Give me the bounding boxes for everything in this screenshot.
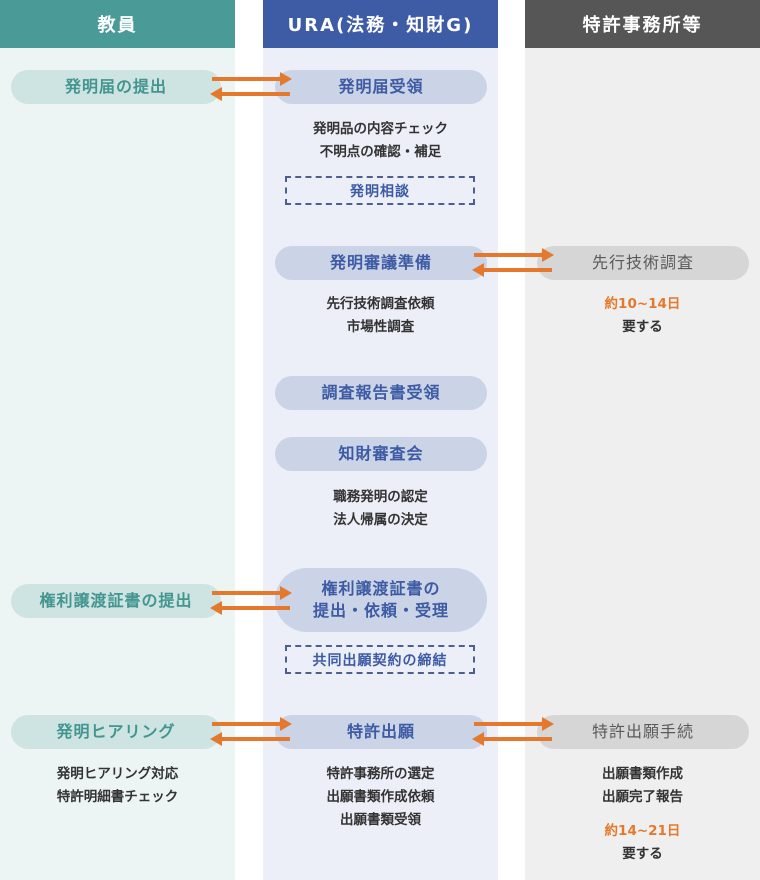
note-line: 市場性調査 — [346, 319, 415, 335]
office-application-notes: 出願書類作成 出願完了報告 — [525, 763, 760, 809]
office-step-application-procedure: 特許出願手続 — [537, 715, 749, 749]
note-line: 先行技術調査依頼 — [326, 296, 435, 312]
note-line: 不明点の確認・補足 — [319, 144, 442, 160]
note-line: 出願書類受領 — [340, 812, 421, 828]
note-line: 出願書類作成依頼 — [326, 789, 435, 805]
faculty-step-assignment-submit: 権利譲渡証書の提出 — [11, 584, 221, 618]
ura-step-ip-committee: 知財審査会 — [275, 437, 487, 471]
faculty-step-hearing: 発明ヒアリング — [11, 715, 221, 749]
duration-value: 約14~21日 — [604, 823, 681, 839]
ura-header: URA(法務・知財G) — [263, 0, 498, 48]
ura-review-prep-notes: 先行技術調査依頼 市場性調査 — [263, 293, 498, 339]
duration-suffix: 要する — [622, 846, 663, 862]
office-step-prior-art-search: 先行技術調査 — [537, 246, 749, 280]
ura-application-notes: 特許事務所の選定 出願書類作成依頼 出願書類受領 — [263, 763, 498, 832]
ura-consultation-box: 発明相談 — [285, 176, 475, 205]
ura-step-patent-application: 特許出願 — [275, 715, 487, 749]
office-header: 特許事務所等 — [525, 0, 760, 48]
note-line: 出願書類作成 — [602, 766, 683, 782]
faculty-step-invention-report: 発明届の提出 — [11, 70, 221, 104]
faculty-header: 教員 — [0, 0, 235, 48]
assignment-line-2: 提出・依頼・受理 — [312, 601, 449, 620]
note-line: 法人帰属の決定 — [333, 512, 428, 528]
assignment-line-1: 権利譲渡証書の — [321, 579, 441, 599]
ura-committee-notes: 職務発明の認定 法人帰属の決定 — [263, 486, 498, 532]
bidirectional-arrow-icon — [210, 72, 292, 101]
note-line: 特許事務所の選定 — [326, 766, 435, 782]
ura-joint-application-box: 共同出願契約の締結 — [285, 645, 475, 674]
bidirectional-arrow-icon — [472, 717, 554, 746]
bidirectional-arrow-icon — [210, 717, 292, 746]
duration-value: 約10~14日 — [604, 296, 681, 312]
office-search-duration: 約10~14日 要する — [525, 293, 760, 339]
note-line: 出願完了報告 — [602, 789, 683, 805]
ura-step-receive-report: 発明届受領 — [275, 70, 487, 104]
duration-suffix: 要する — [622, 319, 663, 335]
note-line: 発明品の内容チェック — [313, 121, 448, 137]
ura-step-review-prep: 発明審議準備 — [275, 246, 487, 280]
office-application-duration: 約14~21日 要する — [525, 820, 760, 866]
bidirectional-arrow-icon — [210, 586, 292, 615]
ura-step-assignment: 権利譲渡証書の 提出・依頼・受理 — [275, 568, 487, 632]
note-line: 特許明細書チェック — [56, 789, 179, 805]
note-line: 職務発明の認定 — [333, 489, 428, 505]
faculty-hearing-notes: 発明ヒアリング対応 特許明細書チェック — [0, 763, 235, 809]
ura-receive-notes: 発明品の内容チェック 不明点の確認・補足 — [263, 118, 498, 164]
note-line: 発明ヒアリング対応 — [56, 766, 179, 782]
bidirectional-arrow-icon — [472, 248, 554, 277]
ura-step-receive-search-report: 調査報告書受領 — [275, 376, 487, 410]
